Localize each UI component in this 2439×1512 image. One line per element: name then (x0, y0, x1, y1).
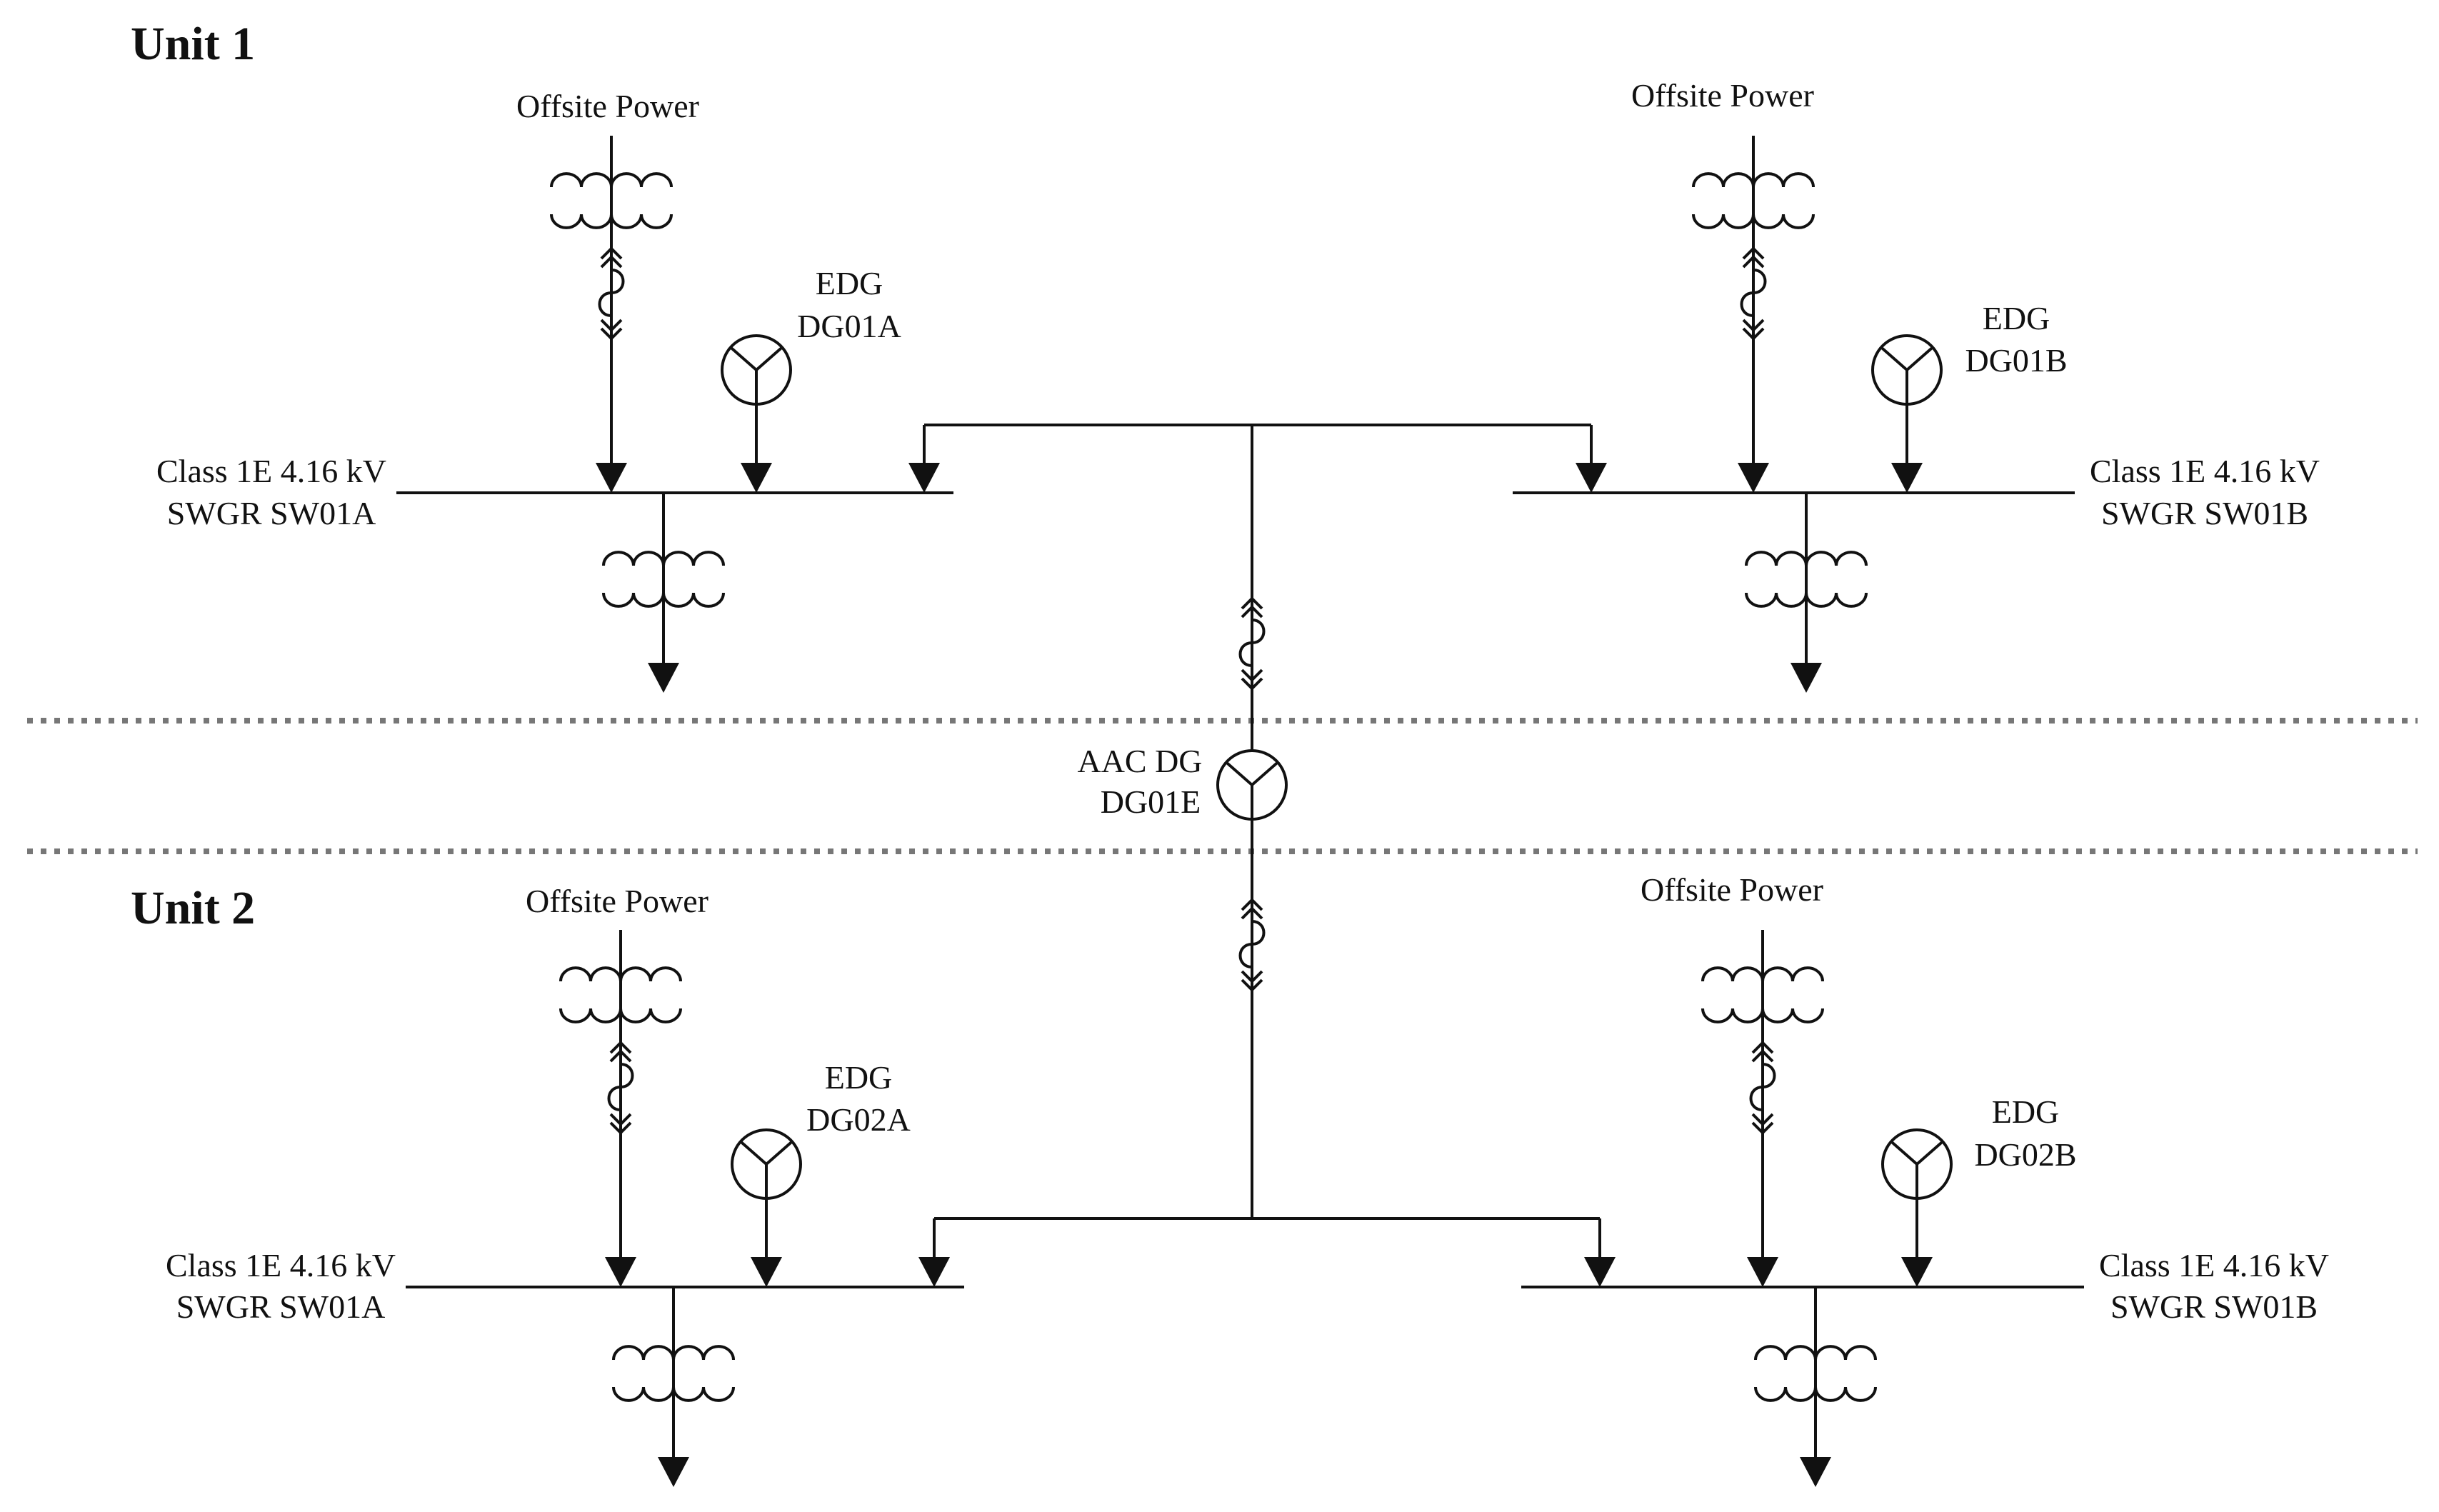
u2-right-edg-arrow (1901, 1257, 1933, 1287)
u2-right-offsite-transformer (1701, 966, 1824, 1023)
unit-2-title: Unit 2 (131, 882, 255, 934)
aac-dg-generator-star (1225, 761, 1279, 819)
u1-left-load-transformer (602, 551, 725, 608)
u2-left-bus-label: Class 1E 4.16 kV (166, 1247, 396, 1283)
u2-left-offsite-label: Offsite Power (526, 883, 708, 919)
u2-left-offsite-breaker (607, 1041, 634, 1135)
u2-right-bus-id: SWGR SW01B (2110, 1288, 2318, 1325)
u1-right-offsite-breaker (1740, 246, 1767, 341)
u1-left-bus-label: Class 1E 4.16 kV (156, 453, 386, 489)
u2-left-bus-id: SWGR SW01A (176, 1288, 386, 1325)
u1-right-edg-id: DG01B (1965, 342, 2067, 379)
u1-right-edg-generator-star (1880, 346, 1934, 404)
u2-left-offsite-transformer (559, 966, 682, 1023)
u2-right-edg-label: EDG (1992, 1093, 2060, 1130)
u1-left-bus-id: SWGR SW01A (167, 495, 376, 531)
u1-right-bus-label: Class 1E 4.16 kV (2090, 453, 2320, 489)
u2-left-edg-id: DG02A (806, 1101, 911, 1138)
u1-right-load-transformer (1745, 551, 1868, 608)
u1-left-edg-arrow (741, 463, 772, 493)
u2-right-tie-arrow (1584, 1257, 1616, 1287)
u2-left-edg-arrow (751, 1257, 782, 1287)
aac-dg-id: DG01E (1101, 783, 1201, 820)
u1-right-bus-id: SWGR SW01B (2101, 495, 2308, 531)
u1-left-tie-arrow (908, 463, 940, 493)
u1-right-load-arrow (1791, 663, 1822, 693)
u1-right-offsite-label: Offsite Power (1631, 77, 1814, 114)
u2-right-load-transformer (1754, 1345, 1877, 1402)
u2-right-offsite-label: Offsite Power (1641, 871, 1823, 908)
u1-left-offsite-breaker (598, 246, 625, 341)
aac-upper-breaker (1238, 596, 1266, 691)
u1-right-offsite-arrow (1738, 463, 1769, 493)
u1-left-edg-generator-star (729, 346, 783, 404)
circuit-drawing (396, 136, 2084, 1487)
u1-left-edg-label: EDG (816, 265, 883, 301)
u2-left-load-arrow (658, 1457, 689, 1487)
u2-right-bus-label: Class 1E 4.16 kV (2099, 1247, 2329, 1283)
u2-left-tie-arrow (918, 1257, 950, 1287)
u2-right-offsite-arrow (1747, 1257, 1778, 1287)
u1-left-load-arrow (648, 663, 679, 693)
u1-right-edg-label: EDG (1983, 300, 2050, 336)
u1-right-tie-arrow (1576, 463, 1607, 493)
aac-dg-label: AAC DG (1077, 743, 1202, 779)
u2-right-edg-generator-star (1890, 1140, 1944, 1198)
u2-right-edg-id: DG02B (1974, 1136, 2076, 1173)
u2-left-load-transformer (612, 1345, 735, 1402)
u1-left-offsite-label: Offsite Power (516, 88, 699, 124)
u2-left-edg-label: EDG (825, 1059, 893, 1096)
u1-left-offsite-arrow (596, 463, 627, 493)
u1-right-edg-arrow (1891, 463, 1923, 493)
u2-right-offsite-breaker (1749, 1041, 1776, 1135)
u1-right-offsite-transformer (1692, 172, 1815, 229)
u2-left-edg-generator-star (739, 1140, 793, 1198)
u1-left-offsite-transformer (550, 172, 673, 229)
u1-left-edg-id: DG01A (797, 308, 901, 344)
u2-left-offsite-arrow (605, 1257, 636, 1287)
unit-1-title: Unit 1 (131, 18, 255, 70)
u2-right-load-arrow (1800, 1457, 1831, 1487)
aac-lower-breaker (1238, 898, 1266, 992)
